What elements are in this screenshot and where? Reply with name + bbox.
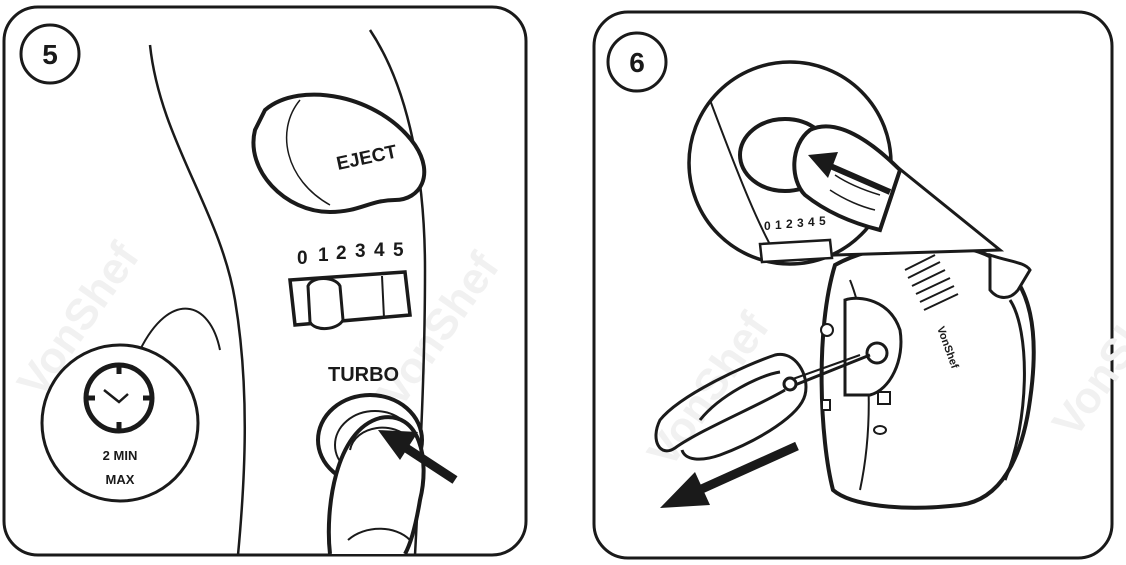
speed-number: 3 <box>797 216 804 230</box>
timer-badge: 2 MIN MAX <box>40 343 200 503</box>
speed-number: 0 <box>764 219 771 233</box>
beater <box>654 352 871 461</box>
panel-step-5: VonShef VonShef 5 EJECT 0 1 2 3 4 5 <box>2 5 528 557</box>
eject-button: EJECT <box>251 92 427 215</box>
step-badge <box>19 23 81 85</box>
speed-number: 1 <box>318 245 329 266</box>
speed-scale: 0 1 2 3 4 5 <box>297 240 404 269</box>
step-number: 6 <box>629 47 645 78</box>
panel-step-6: VonShef VonShef 6 VonShef <box>592 10 1126 560</box>
pull-arrow-icon <box>660 441 799 508</box>
speed-number: 0 <box>297 248 308 269</box>
speed-number: 5 <box>819 214 826 228</box>
speed-number: 5 <box>393 240 404 261</box>
speed-number: 4 <box>374 240 385 261</box>
beater-socket <box>865 341 889 365</box>
hand-mixer: VonShef <box>819 241 1036 510</box>
clock-icon <box>83 362 155 434</box>
press-arrow-icon <box>378 430 458 484</box>
slider-knob <box>306 277 345 330</box>
finger <box>792 124 903 233</box>
mixer-body-outline <box>148 44 247 556</box>
step-badge <box>606 31 668 93</box>
mixer-body-outline <box>139 307 221 351</box>
speed-number: 1 <box>775 218 782 232</box>
timer-qualifier: MAX <box>106 472 135 487</box>
speed-number: 2 <box>336 243 347 264</box>
step-number: 5 <box>42 39 58 70</box>
speed-number: 4 <box>808 215 815 229</box>
turbo-label: TURBO <box>328 364 399 386</box>
vent-slots <box>904 254 959 311</box>
speed-number: 2 <box>786 217 793 231</box>
speed-slider <box>288 270 412 330</box>
magnified-callout: 0 1 2 3 4 5 <box>687 60 903 266</box>
speed-number: 3 <box>355 241 366 262</box>
press-arrow-icon <box>808 152 892 195</box>
timer-time: 2 MIN <box>103 448 138 463</box>
